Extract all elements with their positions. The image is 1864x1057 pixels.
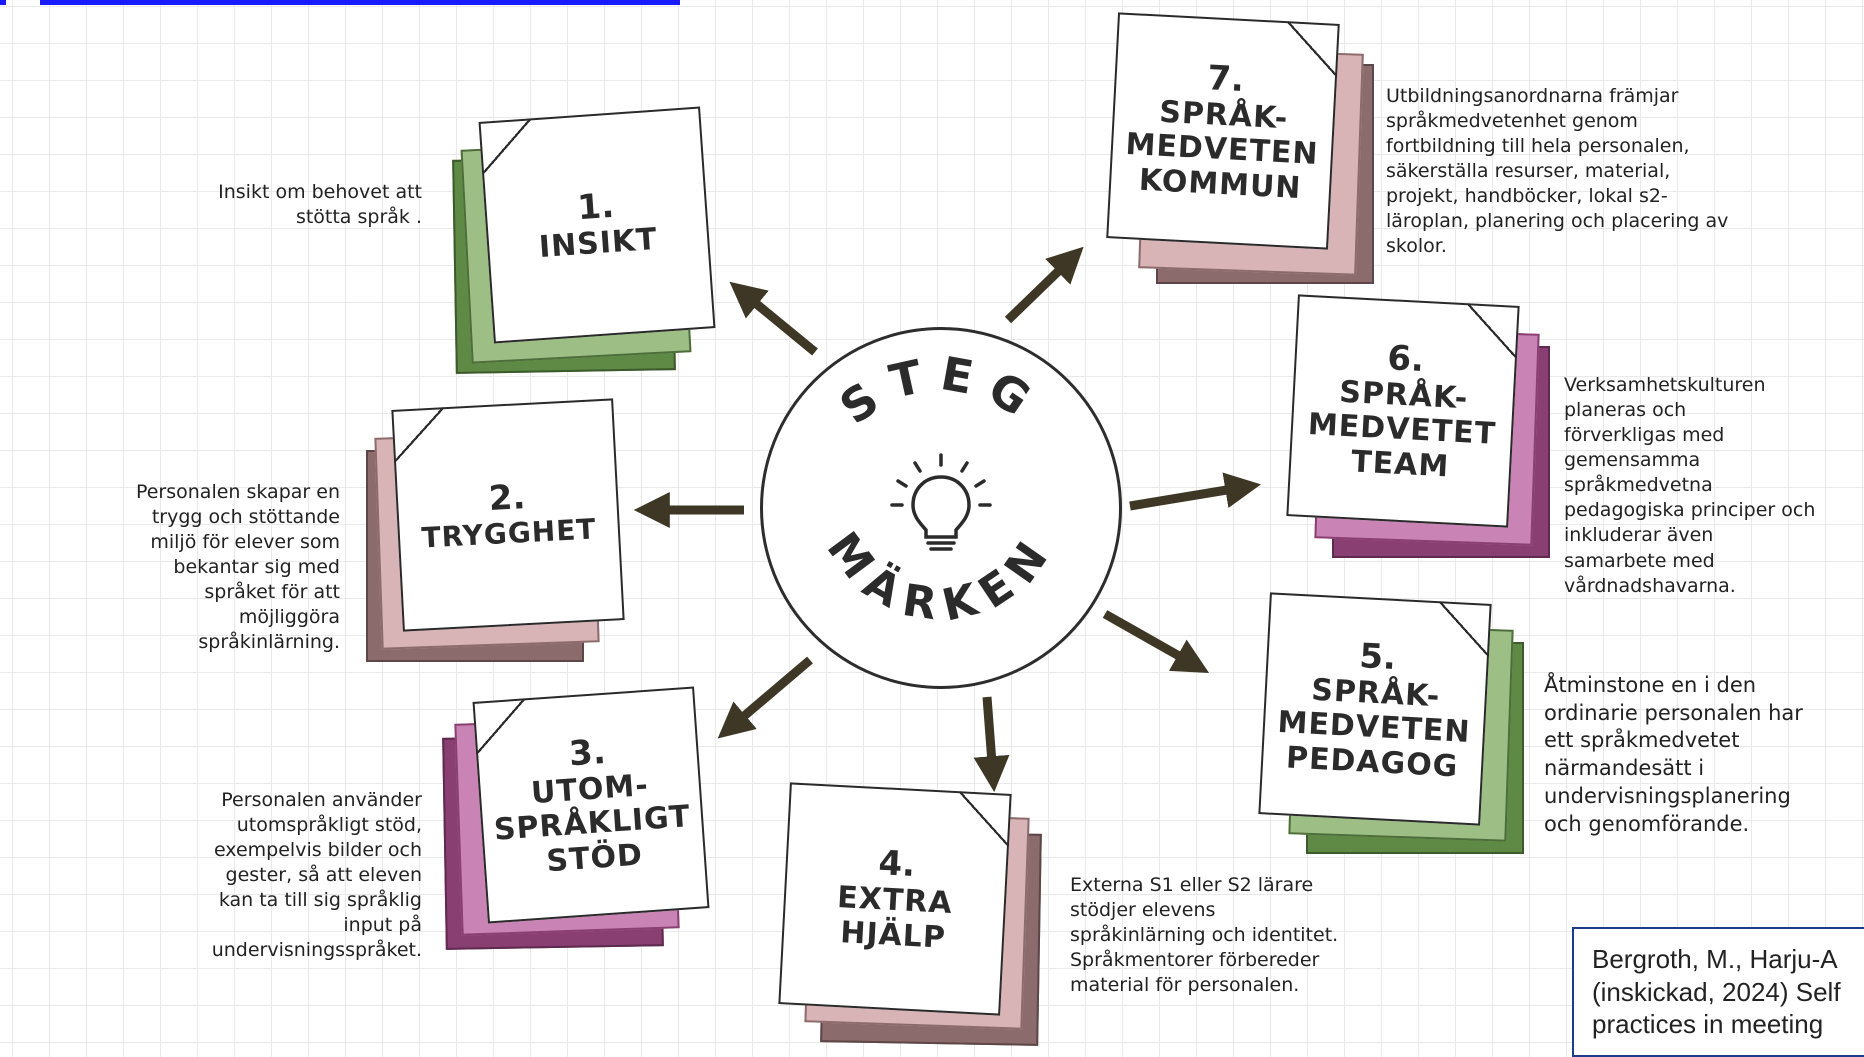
reference-line-1: Bergroth, M., Harju-A: [1592, 944, 1838, 974]
step-7-description: Utbildningsanordnarna främjar språkmedve…: [1386, 85, 1729, 258]
arrow-to-step-3: [717, 656, 813, 739]
step-7-number: 7.: [1206, 57, 1246, 100]
top-accent-bar: [0, 0, 6, 5]
step-4-title-line-2: HJÄLP: [839, 914, 947, 956]
step-3-number: 3.: [567, 731, 607, 775]
arrow-to-step-4: [973, 696, 1010, 793]
step-7-card: 7. SPRÅK- MEDVETEN KOMMUN: [1106, 12, 1340, 250]
step-6-title-line-3: TEAM: [1350, 444, 1451, 485]
step-4-number: 4.: [877, 843, 917, 885]
svg-text:MÄRKEN: MÄRKEN: [817, 523, 1065, 632]
step-1-description: Insikt om behovet att stötta språk .: [218, 181, 422, 229]
step-3-title-line-3: STÖD: [545, 837, 645, 879]
step-1-card: 1. INSIKT: [478, 106, 716, 344]
reference-line-3: practices in meeting: [1592, 1009, 1824, 1039]
svg-text:STEG: STEG: [830, 346, 1052, 435]
step-6-card: 6. SPRÅK- MEDVETET TEAM: [1286, 294, 1520, 528]
step-6-fold: [1465, 303, 1520, 358]
step-5-card: 5. SPRÅK- MEDVETEN PEDAGOG: [1258, 592, 1492, 826]
step-6-number: 6.: [1386, 337, 1426, 380]
step-4-fold: [957, 791, 1012, 846]
step-3-description: Personalen använder utomspråkligt stöd, …: [211, 789, 422, 962]
center-text: STEG MÄRKEN: [817, 346, 1065, 632]
step-1-title: INSIKT: [537, 222, 659, 266]
step-1-fold: [478, 118, 535, 174]
step-5-number: 5.: [1358, 635, 1398, 678]
step-7-fold: [1285, 21, 1340, 76]
step-5-title-line-3: PEDAGOG: [1285, 740, 1460, 785]
step-6-description: Verksamhetskulturen planeras och förverk…: [1564, 374, 1816, 597]
step-2-card: 2. TRYGGHET: [391, 398, 625, 632]
top-accent-bar: [40, 0, 680, 5]
step-2-description: Personalen skapar en trygg och stöttande…: [135, 481, 340, 654]
arrow-to-step-1: [729, 281, 818, 356]
center-word-bottom: MÄRKEN: [817, 523, 1053, 632]
arrow-to-step-5: [1102, 610, 1210, 673]
reference-box: Bergroth, M., Harju-A (inskickad, 2024) …: [1572, 927, 1864, 1057]
step-2-title: TRYGGHET: [420, 512, 598, 555]
step-7-title-line-3: KOMMUN: [1138, 162, 1303, 206]
step-4-card: 4. EXTRA HJÄLP: [778, 782, 1012, 1016]
step-5-description: Åtminstone en i den ordinarie personalen…: [1544, 673, 1803, 836]
step-3-fold: [472, 698, 529, 754]
step-1-number: 1.: [576, 186, 616, 229]
arrow-to-step-6: [1129, 472, 1261, 511]
center-circle: [760, 327, 1122, 689]
center-word-top: STEG: [830, 346, 1038, 435]
lightbulb-icon: [890, 453, 992, 551]
step-2-fold: [391, 407, 446, 462]
step-2-number: 2.: [487, 477, 527, 520]
arrow-to-step-7: [1004, 246, 1084, 324]
step-5-fold: [1437, 601, 1492, 656]
step-3-card: 3. UTOM- SPRÅKLIGT STÖD: [472, 686, 710, 924]
reference-line-2: (inskickad, 2024) Self: [1592, 976, 1841, 1007]
step-4-description: Externa S1 eller S2 lärare stödjer eleve…: [1070, 874, 1339, 997]
